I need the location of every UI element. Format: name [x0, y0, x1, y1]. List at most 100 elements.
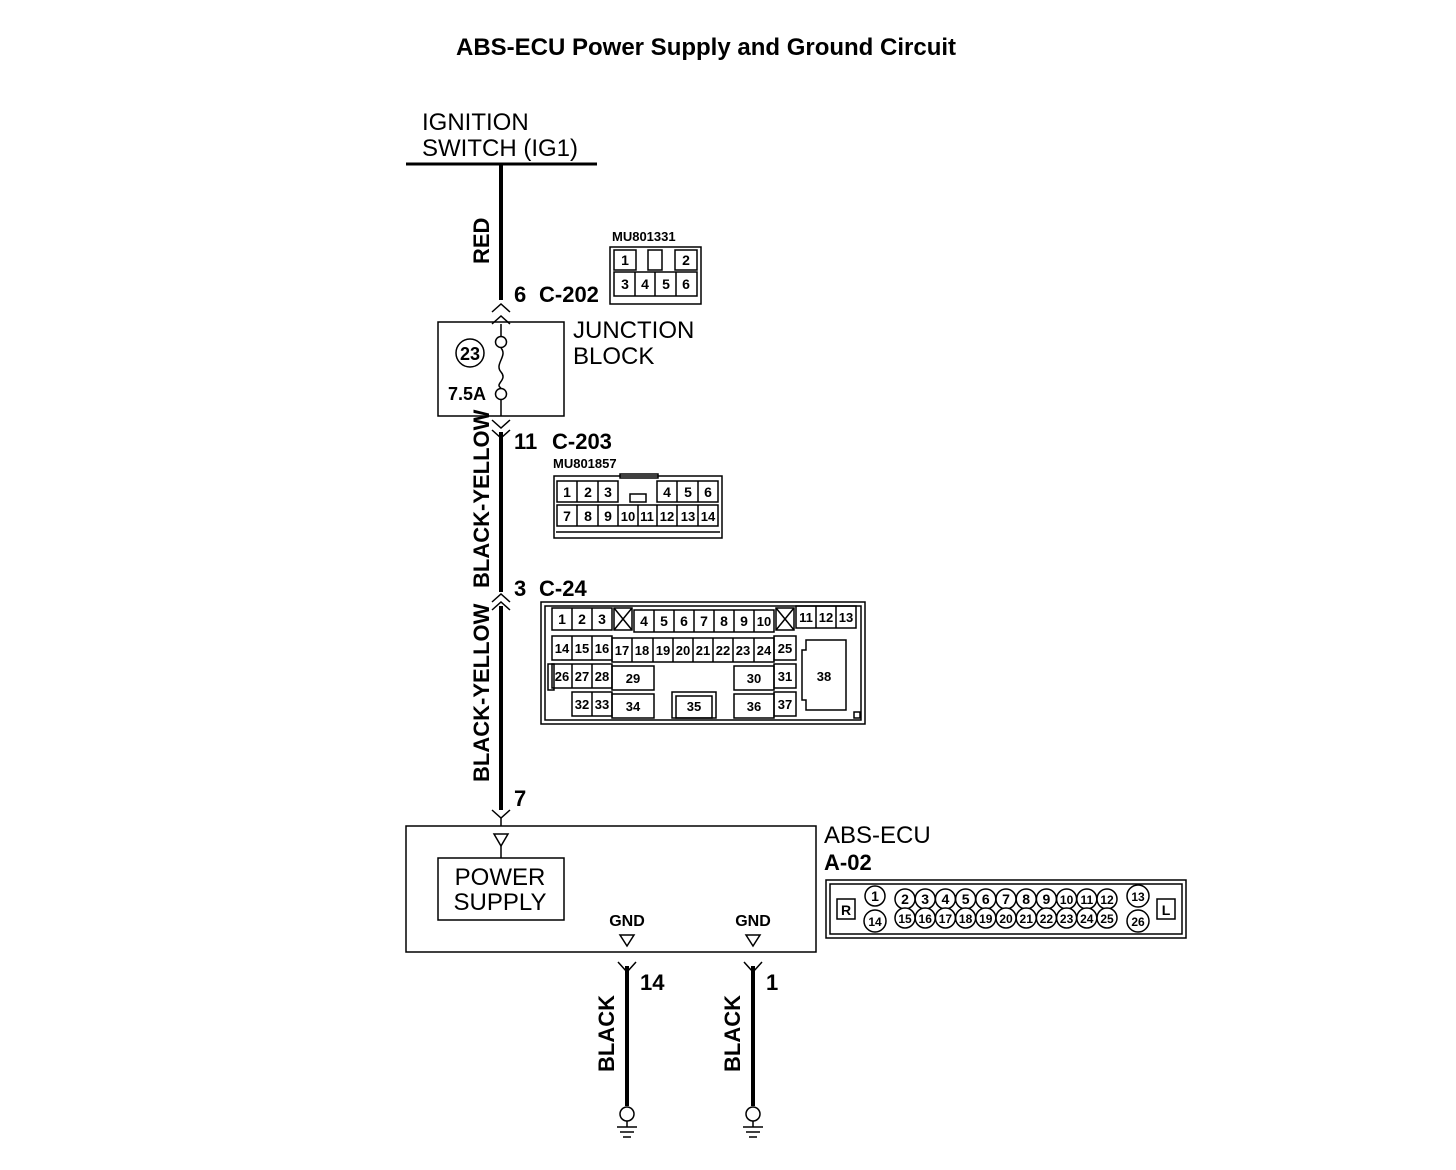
wire-label-black-yellow-1: BLACK-YELLOW: [469, 409, 494, 588]
svg-text:7: 7: [700, 613, 708, 629]
c24-chevron-lower: [491, 600, 511, 611]
a02-pin: 5: [962, 891, 970, 907]
fuse-number: 23: [460, 344, 480, 364]
wire-label-black-1: BLACK: [594, 995, 619, 1072]
ecu-gnd-label-2: GND: [735, 913, 771, 930]
a02-face-outline: [825, 879, 1187, 939]
c202-face-outline: [609, 246, 702, 305]
gnd2-pin-number: 1: [766, 970, 778, 995]
svg-text:36: 36: [747, 699, 761, 714]
gnd1-pin-number: 14: [640, 970, 665, 995]
a02-pin: 8: [1022, 891, 1030, 907]
svg-text:11: 11: [799, 610, 813, 625]
svg-text:23: 23: [736, 643, 750, 658]
svg-text:26: 26: [555, 669, 569, 684]
abs-ecu: ABS-ECU A-02 POWER SUPPLY GND GND: [405, 822, 931, 953]
a02-pin: 13: [1131, 890, 1145, 904]
a02-pin: 9: [1043, 891, 1051, 907]
wire-label-red: RED: [469, 218, 494, 264]
svg-text:3: 3: [621, 276, 629, 292]
a02-pin: 17: [939, 912, 953, 926]
power-supply-box: [437, 857, 565, 921]
a02-pin: 10: [1060, 893, 1074, 907]
svg-text:16: 16: [595, 641, 609, 656]
svg-text:37: 37: [778, 697, 792, 712]
c203-connector-name: C-203: [552, 429, 612, 454]
svg-text:2: 2: [578, 611, 586, 627]
a02-pin: 4: [942, 891, 950, 907]
c24-chevron-upper: [491, 592, 511, 603]
a02-pin-ring: [1126, 909, 1150, 933]
svg-text:3: 3: [598, 611, 606, 627]
ignition-switch: IGNITION SWITCH (IG1): [406, 109, 597, 166]
ground-terminal-1: [619, 1106, 635, 1122]
svg-text:3: 3: [604, 484, 612, 500]
svg-text:11: 11: [640, 509, 654, 524]
svg-text:4: 4: [663, 484, 671, 500]
svg-text:34: 34: [626, 699, 641, 714]
fuse-terminal-top: [494, 335, 508, 349]
gnd-arrow-icon-2: [744, 934, 762, 948]
a02-pin: 21: [1020, 912, 1034, 926]
svg-text:12: 12: [819, 610, 833, 625]
ecu-input-chevron: [491, 809, 511, 820]
svg-text:20: 20: [676, 643, 690, 658]
a02-pin-ring: [1126, 884, 1150, 908]
c202-part-number: MU801331: [612, 229, 676, 244]
diagram-title: ABS-ECU Power Supply and Ground Circuit: [456, 34, 956, 61]
junction-block: JUNCTION BLOCK 23 7.5A: [437, 317, 694, 417]
ignition-label-line2: SWITCH (IG1): [422, 135, 578, 162]
c202-pin-number: 6: [514, 282, 526, 307]
c202-chevron-lower: [491, 314, 511, 325]
a02-pin: 1: [871, 888, 879, 904]
svg-text:28: 28: [595, 669, 609, 684]
c24-pin-number: 3: [514, 576, 526, 601]
svg-text:33: 33: [595, 697, 609, 712]
svg-text:13: 13: [839, 610, 853, 625]
ecu-gnd-label-1: GND: [609, 913, 645, 930]
svg-text:2: 2: [682, 252, 690, 268]
fuse-terminal-bottom: [494, 387, 508, 401]
svg-text:4: 4: [640, 613, 648, 629]
svg-text:10: 10: [757, 614, 771, 629]
svg-text:6: 6: [704, 484, 712, 500]
svg-text:8: 8: [584, 508, 592, 524]
svg-text:22: 22: [716, 643, 730, 658]
c203-chevron-lower: [491, 429, 511, 440]
svg-text:31: 31: [778, 669, 792, 684]
a02-pin: 19: [979, 912, 993, 926]
a02-pin: 22: [1040, 912, 1054, 926]
svg-text:1: 1: [558, 611, 566, 627]
ground-terminal-2: [745, 1106, 761, 1122]
ecu-input-pin: 7: [514, 786, 526, 811]
svg-text:32: 32: [575, 697, 589, 712]
c203-pin-number: 11: [514, 429, 537, 454]
svg-text:5: 5: [662, 276, 670, 292]
wire-label-black-yellow-2: BLACK-YELLOW: [469, 603, 494, 782]
svg-text:5: 5: [684, 484, 692, 500]
svg-text:8: 8: [720, 613, 728, 629]
ground-wire-2: 1 BLACK: [720, 961, 778, 1138]
svg-text:6: 6: [682, 276, 690, 292]
a02-pin: 6: [982, 891, 990, 907]
c203-chevron-upper: [491, 419, 511, 430]
svg-text:7: 7: [563, 508, 571, 524]
abs-ecu-label: ABS-ECU: [824, 822, 931, 849]
a02-side-l: L: [1162, 902, 1171, 918]
junction-label-line1: JUNCTION: [573, 317, 694, 344]
svg-text:6: 6: [680, 613, 688, 629]
svg-text:1: 1: [621, 252, 629, 268]
svg-text:15: 15: [575, 641, 589, 656]
a02-pin: 2: [901, 891, 909, 907]
svg-text:5: 5: [660, 613, 668, 629]
svg-text:9: 9: [604, 508, 612, 524]
a02-pin: 26: [1131, 915, 1145, 929]
c24-face-outline: [540, 601, 866, 725]
a02-pin-ring: [1096, 907, 1118, 929]
a02-pin: 25: [1100, 912, 1114, 926]
a02-pin: 14: [868, 915, 882, 929]
ecu-input-arrow-icon: [492, 833, 510, 848]
